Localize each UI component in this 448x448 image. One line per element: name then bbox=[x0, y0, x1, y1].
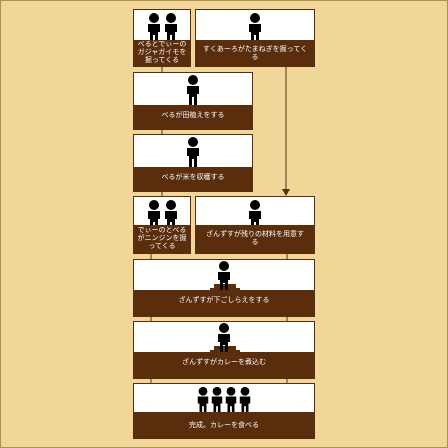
figures-s3 bbox=[134, 75, 252, 105]
person-icon bbox=[211, 386, 223, 414]
person-icon bbox=[187, 137, 199, 167]
person-icon bbox=[249, 13, 261, 43]
step-label-s6: ざんずすが残りの材料を用意す る bbox=[206, 230, 304, 246]
arrowhead-s6 bbox=[282, 189, 290, 196]
figures-s8 bbox=[134, 323, 314, 353]
step-band-s5 bbox=[134, 225, 190, 253]
step-label-s1: べるとでぃーの ガジャガイモを 掘ってくる bbox=[137, 40, 187, 64]
figures-s7 bbox=[134, 261, 314, 291]
step-box-s4: べるが米を収穫する bbox=[133, 134, 253, 192]
step-box-s3: べるが田植えをする bbox=[133, 72, 253, 130]
step-box-s6: ざんずすが残りの材料を用意す る bbox=[195, 196, 315, 254]
step-band-s3 bbox=[134, 105, 252, 129]
person-icon bbox=[218, 261, 230, 291]
step-box-s7: ざんずすが下ごしらえをする bbox=[133, 259, 315, 317]
step-box-s2: すくあーろがたまねぎを掘ってく る bbox=[195, 9, 315, 67]
person-icon bbox=[225, 386, 237, 414]
person-icon bbox=[197, 386, 209, 414]
step-band-s7 bbox=[134, 290, 314, 316]
step-band-s6 bbox=[196, 225, 314, 253]
step-label-s3: べるが田植えをする bbox=[161, 111, 225, 119]
figures-s9 bbox=[134, 386, 314, 414]
step-box-s5: でぃーのとべる がニンジンを掘 ってくる bbox=[133, 196, 191, 254]
step-label-s4: べるが米を収穫する bbox=[161, 173, 225, 181]
step-box-s9: 完成。カレーを食べる bbox=[133, 383, 315, 439]
step-band-s1 bbox=[134, 40, 190, 66]
step-label-s9: 完成。カレーを食べる bbox=[189, 421, 259, 429]
figures-s2 bbox=[196, 13, 314, 43]
figures-s1 bbox=[134, 13, 190, 43]
person-icon bbox=[187, 75, 199, 105]
step-label-s2: すくあーろがたまねぎを掘ってく る bbox=[202, 45, 308, 61]
person-icon bbox=[147, 13, 160, 43]
person-icon bbox=[218, 323, 230, 353]
step-box-s8: ざんずすがカレーを煮込む bbox=[133, 321, 315, 379]
step-label-s5: でぃーのとべる がニンジンを掘 ってくる bbox=[137, 226, 187, 250]
step-band-s4 bbox=[134, 167, 252, 191]
step-band-s8 bbox=[134, 352, 314, 378]
person-icon bbox=[239, 386, 251, 414]
step-band-s2 bbox=[196, 40, 314, 66]
step-box-s1: べるとでぃーの ガジャガイモを 掘ってくる bbox=[133, 9, 191, 67]
step-label-s7: ざんずすが下ごしらえをする bbox=[178, 296, 270, 304]
step-band-s9 bbox=[134, 412, 314, 438]
figures-s4 bbox=[134, 137, 252, 167]
person-icon bbox=[164, 13, 177, 43]
step-label-s8: ざんずすがカレーを煮込む bbox=[182, 358, 266, 366]
